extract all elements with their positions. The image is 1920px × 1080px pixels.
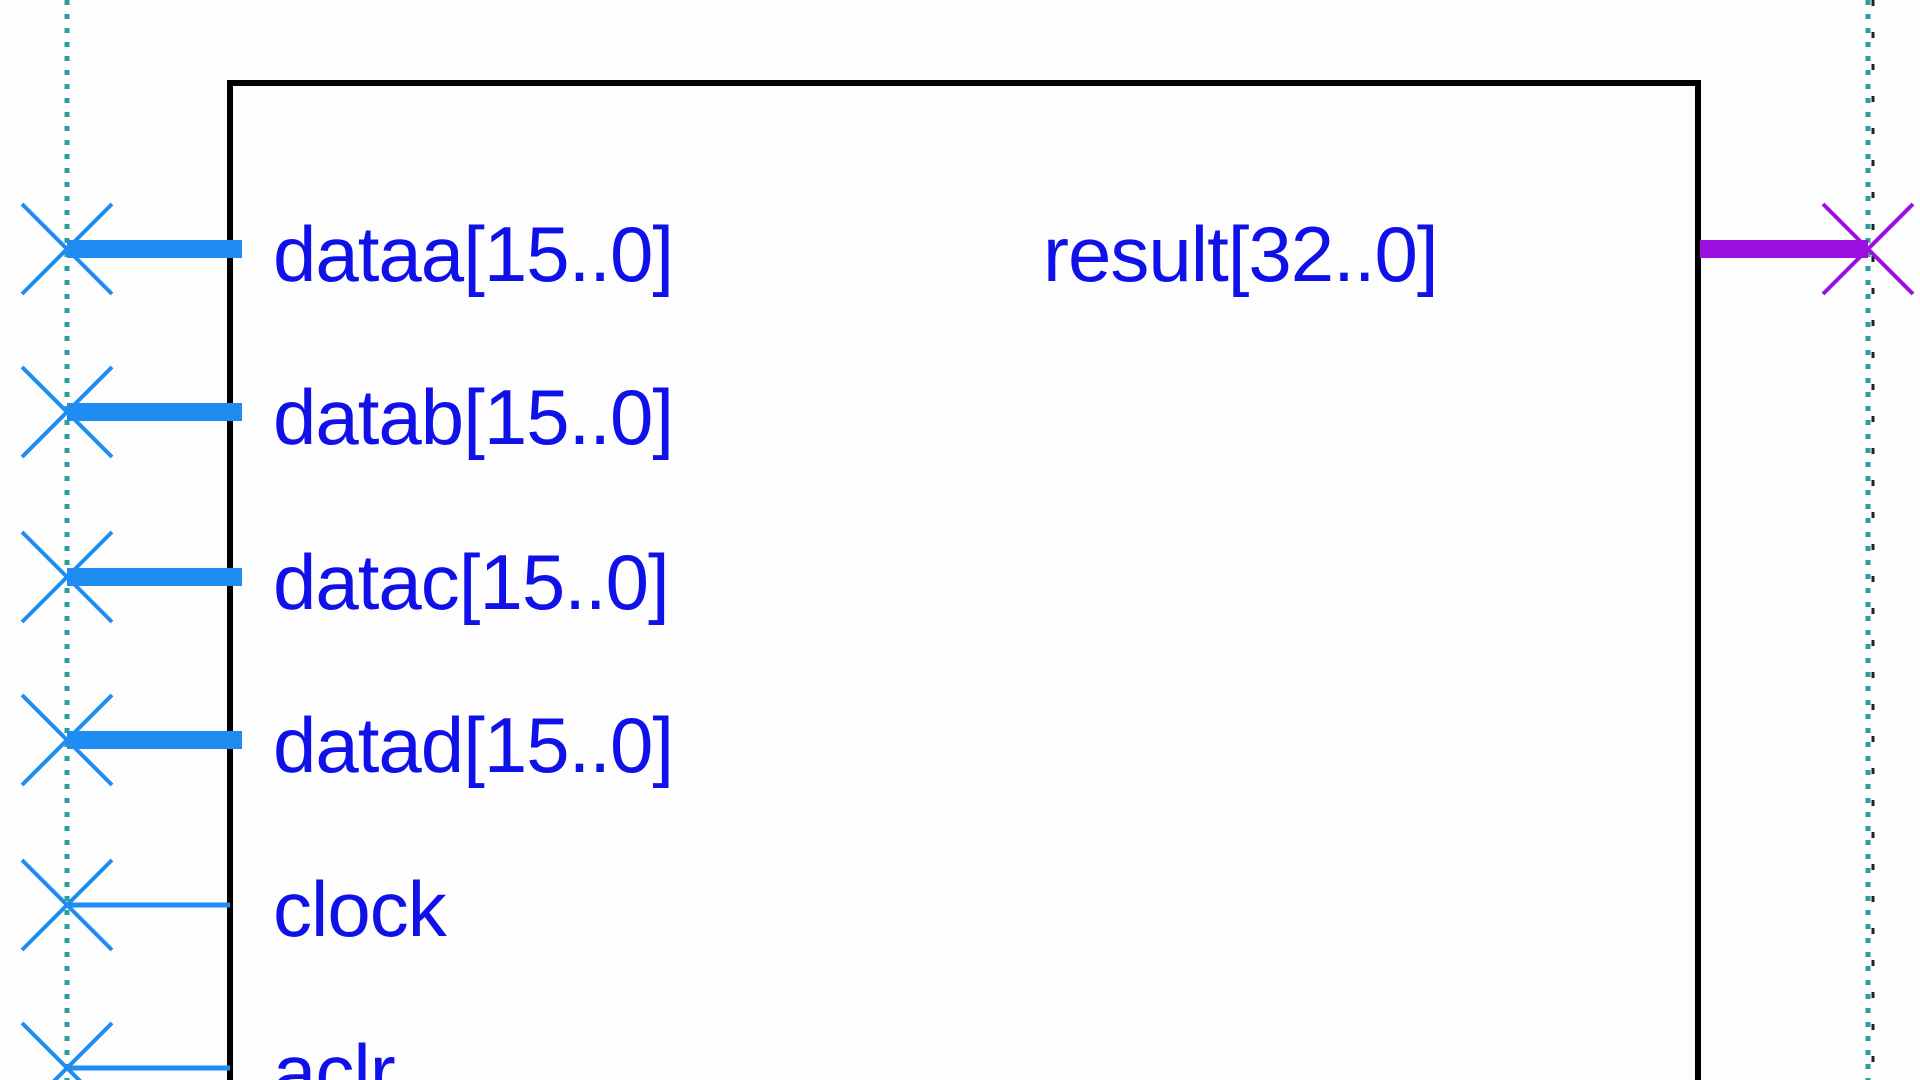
input-label-datad: datad[15..0] [273, 701, 673, 789]
megafunction-block[interactable] [227, 80, 1701, 1080]
input-port-clock[interactable]: clock [20, 858, 449, 953]
input-port-datab[interactable]: datab[15..0] [20, 365, 674, 461]
output-label-result: result[32..0] [1043, 210, 1438, 298]
input-label-datac: datac[15..0] [273, 538, 669, 626]
input-label-aclr: aclr [273, 1028, 395, 1080]
input-label-clock: clock [273, 865, 448, 953]
input-port-dataa[interactable]: dataa[15..0] [20, 202, 674, 298]
output-port-result[interactable]: result[32..0] [1043, 202, 1915, 298]
input-port-datad[interactable]: datad[15..0] [20, 693, 674, 789]
input-label-datab: datab[15..0] [273, 373, 673, 461]
input-port-datac[interactable]: datac[15..0] [20, 530, 670, 626]
input-label-dataa: dataa[15..0] [273, 210, 673, 298]
input-port-aclr[interactable]: aclr [20, 1021, 396, 1080]
